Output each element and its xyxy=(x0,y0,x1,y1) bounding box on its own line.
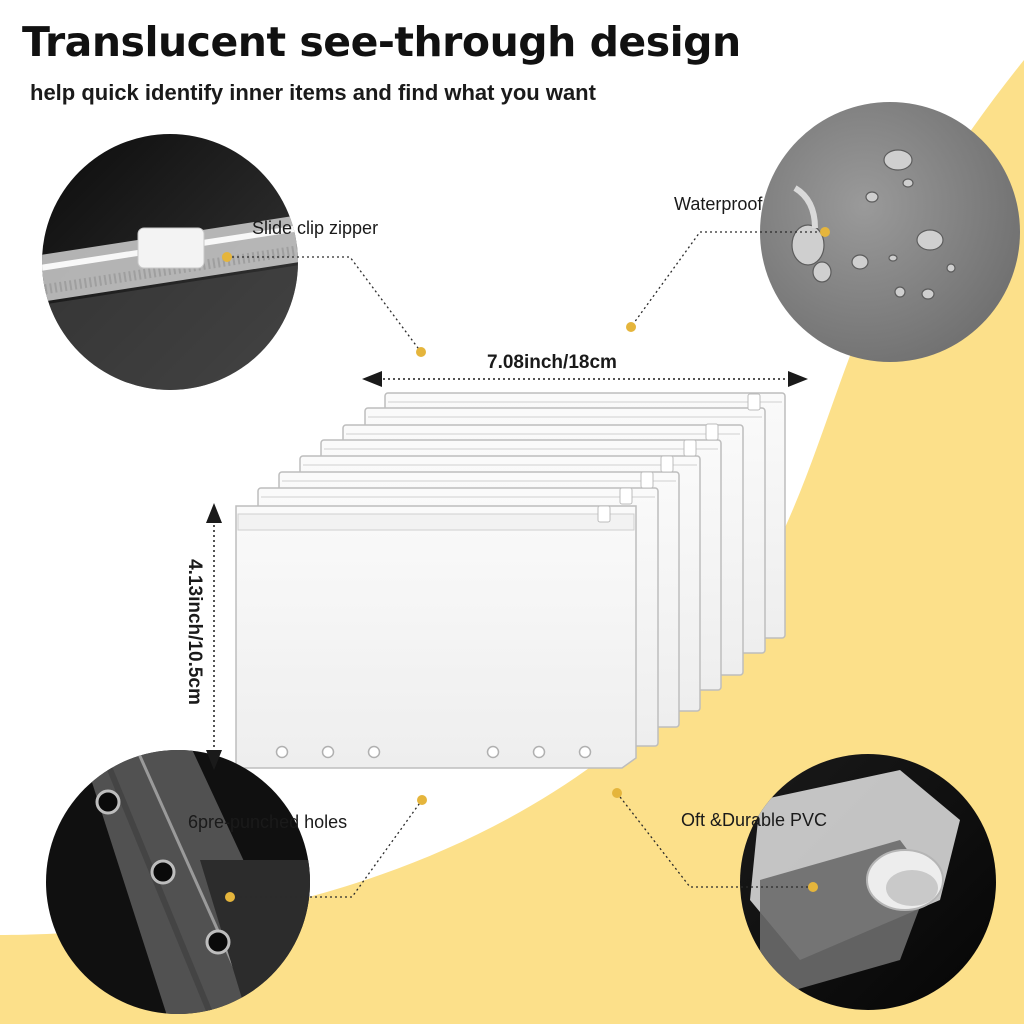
width-dimension-label: 7.08inch/18cm xyxy=(487,352,617,373)
page-subtitle: help quick identify inner items and find… xyxy=(30,80,596,105)
page-title: Translucent see-through design xyxy=(22,18,741,66)
callout-holes: 6pre-punched holes xyxy=(188,812,348,832)
height-dimension-label: 4.13inch/10.5cm xyxy=(184,559,205,705)
callout-waterproof: Waterproof xyxy=(674,194,763,214)
callout-zipper: Slide clip zipper xyxy=(252,218,379,238)
callout-pvc: Oft &Durable PVC xyxy=(681,810,828,830)
